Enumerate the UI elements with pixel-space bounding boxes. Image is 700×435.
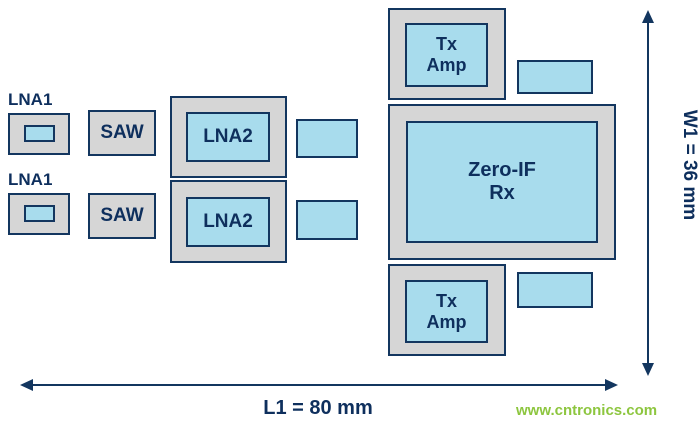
lna1-top-chip xyxy=(24,125,55,142)
lna1-top-block xyxy=(8,113,70,155)
filter-chip-right-bottom xyxy=(517,272,593,308)
saw-top-block: SAW xyxy=(88,110,156,156)
zero-if-rx-block: Zero-IF Rx xyxy=(388,104,616,260)
filter-chip-right-top xyxy=(517,60,593,94)
lna2-bottom-block: LNA2 xyxy=(170,180,287,263)
dim-arrowhead-right xyxy=(605,379,618,391)
tx-amp-bottom-block: Tx Amp xyxy=(388,264,506,356)
dim-line-vertical xyxy=(647,21,649,365)
zero-if-rx-chip: Zero-IF Rx xyxy=(406,121,598,243)
tx-amp-bottom-chip: Tx Amp xyxy=(405,280,488,343)
tx-amp-top-chip: Tx Amp xyxy=(405,23,488,87)
dim-line-horizontal xyxy=(32,384,606,386)
length-dimension-label: L1 = 80 mm xyxy=(263,397,373,419)
lna1-bottom-label: LNA1 xyxy=(8,170,53,189)
lna1-bottom-block xyxy=(8,193,70,235)
tx-amp-top-block: Tx Amp xyxy=(388,8,506,100)
lna1-top-label: LNA1 xyxy=(8,90,53,109)
saw-bottom-block: SAW xyxy=(88,193,156,239)
width-dimension-label: W1 = 36 mm xyxy=(679,109,700,221)
filter-chip-mid-bottom xyxy=(296,200,358,240)
filter-chip-mid-top xyxy=(296,119,358,158)
dim-arrowhead-up xyxy=(642,10,654,23)
lna2-top-chip: LNA2 xyxy=(186,112,270,162)
lna2-top-block: LNA2 xyxy=(170,96,287,178)
lna2-bottom-chip: LNA2 xyxy=(186,197,270,247)
watermark-text: www.cntronics.com xyxy=(516,402,658,419)
lna1-bottom-chip xyxy=(24,205,55,222)
dim-arrowhead-left xyxy=(20,379,33,391)
dim-arrowhead-down xyxy=(642,363,654,376)
